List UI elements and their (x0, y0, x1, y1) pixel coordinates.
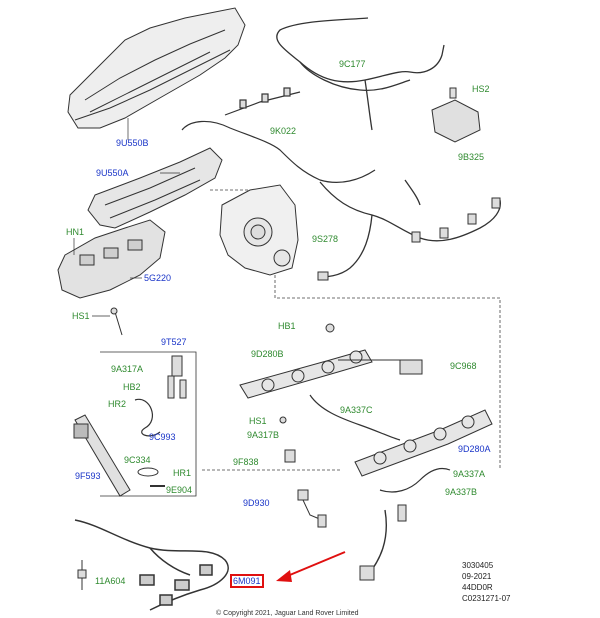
label-hr1: HR1 (173, 468, 192, 478)
fuel-line-9c177 (276, 17, 445, 131)
label-5g220: 5G220 (144, 273, 172, 283)
kit-bracket (100, 351, 197, 497)
meta-line1: 3030405 (462, 561, 494, 570)
label-hb1: HB1 (278, 321, 296, 331)
label-hs1-top: HS1 (72, 311, 90, 321)
label-hs2: HS2 (472, 84, 490, 94)
label-6m091: 6M091 (233, 576, 261, 586)
drawing-meta: 3030405 09-2021 44DD0R C0231271-07 (462, 560, 510, 604)
pipe-9c993 (134, 398, 161, 437)
label-hs1-mid: HS1 (249, 416, 267, 426)
pipe-9a337b (367, 509, 387, 576)
sensor-9f838 (284, 449, 296, 463)
label-hb2: HB2 (123, 382, 141, 392)
heat-shield-illustration (87, 147, 223, 229)
label-hr2: HR2 (108, 399, 127, 409)
dashed-group-line (210, 189, 501, 470)
bolt-hb1 (325, 323, 335, 333)
label-9d280a: 9D280A (458, 444, 491, 454)
meta-line4: C0231271-07 (462, 594, 511, 603)
label-9e904: 9E904 (166, 485, 193, 495)
label-9a317b: 9A317B (247, 430, 280, 440)
fuel-pump-illustration (219, 184, 299, 276)
sensor-9b325-illustration (431, 87, 481, 143)
label-hn1: HN1 (66, 227, 85, 237)
engine-cover-illustration (67, 7, 246, 129)
wiring-harness-illustration (74, 519, 229, 611)
fuel-rail-9d280a (354, 409, 493, 477)
label-9a317a: 9A317A (111, 364, 144, 374)
label-9a337b: 9A337B (445, 487, 478, 497)
highlight-arrow (276, 551, 346, 582)
label-9d930: 9D930 (243, 498, 270, 508)
label-9t527: 9T527 (161, 337, 187, 347)
pipe-9a337c (309, 394, 401, 441)
label-11a604: 11A604 (95, 576, 126, 586)
bolt-hs1 (279, 416, 287, 424)
label-6m091-highlighted: 6M091 (230, 574, 264, 588)
sensor-9d930 (297, 489, 327, 528)
label-9k022: 9K022 (270, 126, 297, 136)
return-line-9s278 (317, 179, 501, 278)
label-9u550a: 9U550A (96, 168, 129, 178)
injector-9f593 (73, 414, 131, 497)
label-9c177: 9C177 (339, 59, 366, 69)
label-9f593: 9F593 (75, 471, 101, 481)
ring-9c334 (137, 467, 159, 477)
fuel-line-9k022 (181, 87, 376, 183)
injector-illustration (167, 355, 187, 399)
label-9b325: 9B325 (458, 152, 485, 162)
label-9c968: 9C968 (450, 361, 477, 371)
filter-element (397, 504, 407, 522)
label-9d280b: 9D280B (251, 349, 284, 359)
meta-line3: 44DD0R (462, 583, 493, 592)
label-9u550b: 9U550B (116, 138, 149, 148)
valve-9c968 (399, 359, 423, 375)
label-9c993: 9C993 (149, 432, 176, 442)
glow-plug-illustration (77, 560, 87, 590)
connector-cluster (317, 197, 501, 281)
label-9a337c: 9A337C (340, 405, 373, 415)
pipe-connector (359, 565, 375, 581)
meta-line2: 09-2021 (462, 572, 492, 581)
label-9f838: 9F838 (233, 457, 259, 467)
label-9a337a: 9A337A (453, 469, 486, 479)
exhaust-manifold-illustration (57, 219, 166, 299)
label-9s278: 9S278 (312, 234, 339, 244)
label-9c334: 9C334 (124, 455, 151, 465)
copyright-notice: © Copyright 2021, Jaguar Land Rover Limi… (216, 610, 359, 617)
fuel-rail-9d280b (239, 349, 419, 399)
pipe-9a337a (379, 467, 451, 493)
bolt-illustration (110, 307, 123, 336)
